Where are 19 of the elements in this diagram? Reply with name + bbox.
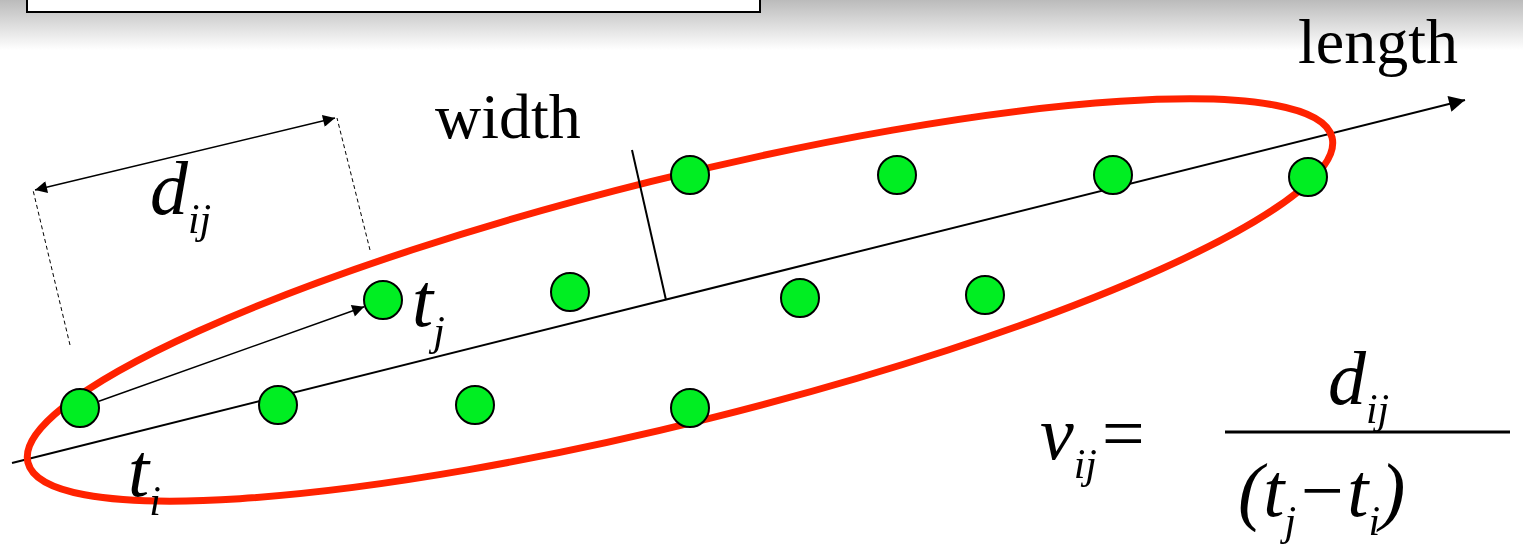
data-point [455,385,495,425]
data-point [363,280,403,320]
formula-text: d$_{ij}$ [1328,340,1390,431]
data-point [965,275,1005,315]
axis-label: width [435,85,581,149]
data-point [1093,155,1133,195]
data-point [877,155,917,195]
data-point [1288,157,1328,197]
formula-text: (t$_{j}$−t$_{i}$) [1238,452,1406,543]
data-point [258,385,298,425]
data-point [670,388,710,428]
dimension-label: d$_{ij}$ [150,150,212,241]
data-point [550,272,590,312]
arrow [98,305,365,403]
data-point [670,155,710,195]
formula-text: v$_{ij}$= [1040,395,1149,486]
point-label: t$_{j}$ [412,262,445,353]
data-point [60,388,100,428]
data-point [780,278,820,318]
